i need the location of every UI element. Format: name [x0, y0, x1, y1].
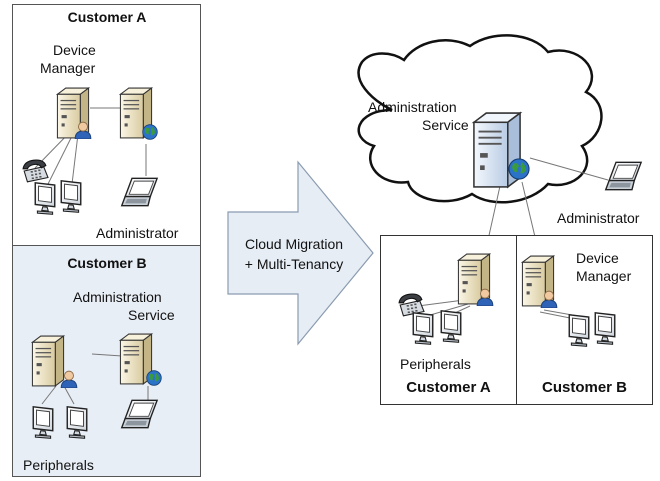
- device-manager-label: Device: [576, 250, 619, 266]
- peripherals-label: Peripherals: [23, 457, 94, 473]
- globe-icon: [142, 124, 158, 140]
- laptop-icon: [605, 161, 642, 191]
- phone-icon: [398, 293, 425, 317]
- customer-a-title: Customer A: [406, 379, 491, 396]
- phone-icon: [22, 159, 49, 183]
- connection-lines-left-b: [41, 353, 149, 405]
- customer-a-title: Customer A: [67, 9, 147, 25]
- device-manager-label: Manager: [40, 60, 96, 76]
- arrow-icon: [227, 160, 374, 346]
- cloud-service-label: Service: [422, 117, 469, 133]
- globe-icon: [146, 370, 162, 386]
- globe-icon: [508, 158, 530, 180]
- tenant-container: [380, 235, 653, 405]
- migration-label: Cloud Migration: [244, 236, 344, 252]
- admin-service-label: Service: [128, 307, 175, 323]
- admin-service-label: Administration: [73, 289, 162, 305]
- peripherals-label: Peripherals: [400, 356, 471, 372]
- cloud-service-label: Administration: [368, 99, 457, 115]
- multi-tenancy-label: + Multi-Tenancy: [244, 256, 344, 272]
- customer-b-title: Customer B: [67, 255, 147, 271]
- device-manager-server-icon: [31, 335, 65, 387]
- device-manager-label: Device: [53, 42, 96, 58]
- customer-b-title: Customer B: [541, 379, 627, 396]
- administrator-label: Administrator: [557, 210, 640, 226]
- customer-a-panel-left: [12, 4, 201, 246]
- customer-b-panel-left: [12, 245, 201, 477]
- device-manager-label: Manager: [576, 268, 632, 284]
- administrator-label: Administrator: [96, 225, 179, 241]
